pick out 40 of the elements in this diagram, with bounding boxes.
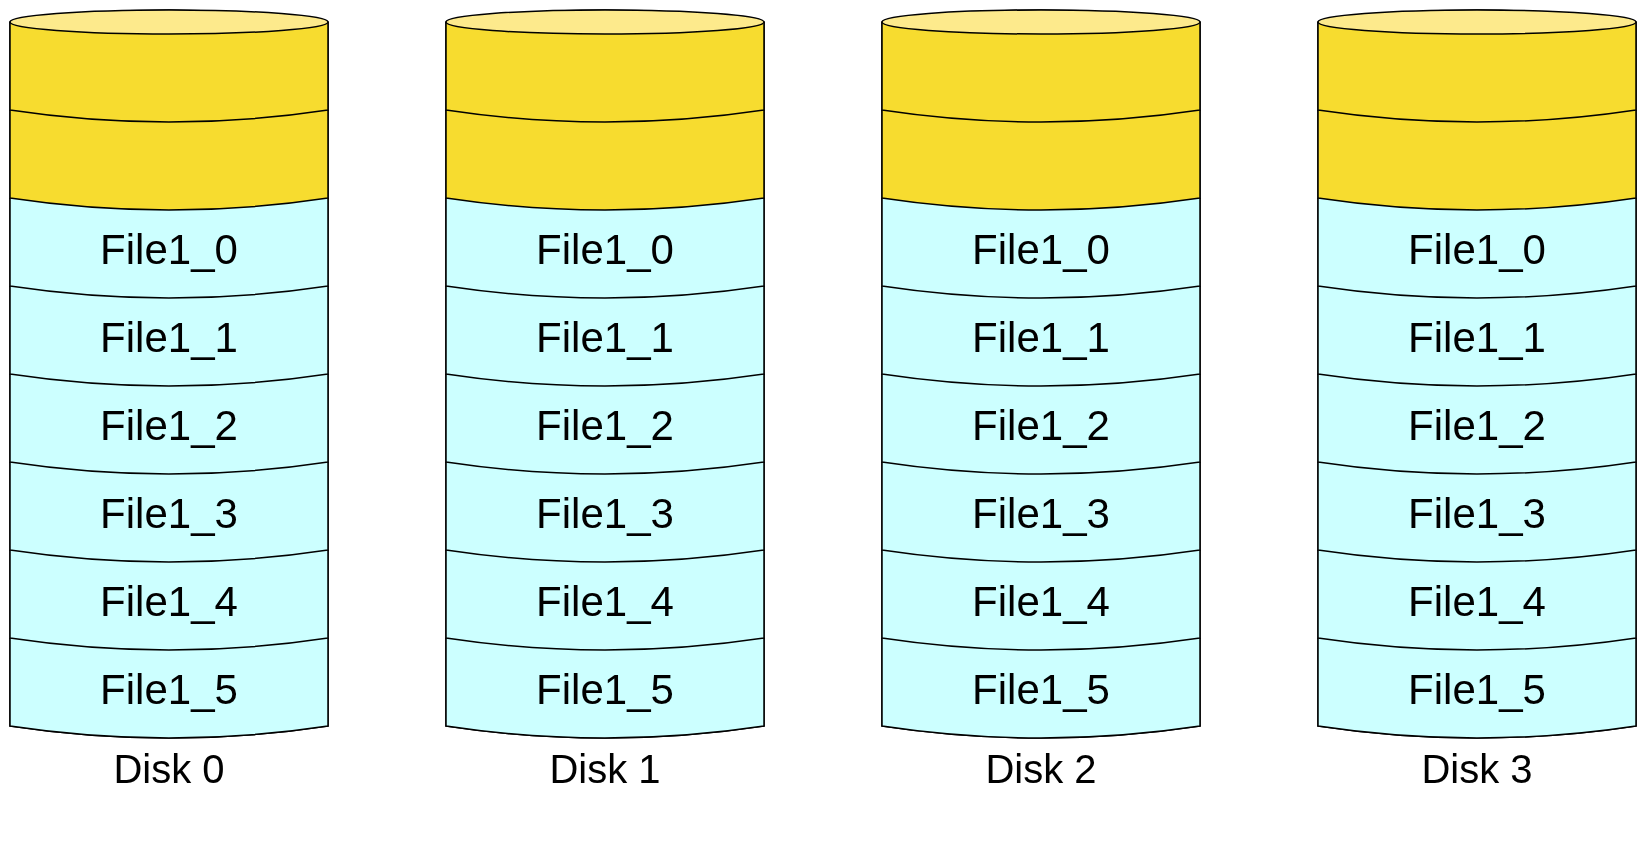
segment-label: File1_0: [535, 226, 675, 274]
disk-caption: Disk 2: [985, 746, 1097, 792]
disk-caption: Disk 3: [1421, 746, 1533, 792]
segment-label: File1_1: [535, 314, 675, 362]
segment-label: File1_2: [535, 402, 675, 450]
segment-label: File1_0: [99, 226, 239, 274]
disk-segment: [1318, 10, 1636, 122]
segment-label: File1_5: [99, 666, 239, 714]
segment-label: File1_5: [1407, 666, 1547, 714]
file-segment: [882, 638, 1200, 738]
file-segment: [446, 638, 764, 738]
segment-label: File1_2: [1407, 402, 1547, 450]
disk-segment: [882, 10, 1200, 122]
disk-caption: Disk 1: [549, 746, 661, 792]
disk-cylinder: [444, 8, 766, 740]
segment-label: File1_1: [1407, 314, 1547, 362]
segment-label: File1_4: [99, 578, 239, 626]
disk-segment: [10, 10, 328, 122]
segment-label: File1_3: [99, 490, 239, 538]
segment-label: File1_3: [535, 490, 675, 538]
segment-label: File1_3: [1407, 490, 1547, 538]
segment-label: File1_4: [1407, 578, 1547, 626]
segment-label: File1_2: [99, 402, 239, 450]
segment-label: File1_0: [971, 226, 1111, 274]
disk-caption: Disk 0: [113, 746, 225, 792]
segment-label: File1_5: [535, 666, 675, 714]
segment-label: File1_4: [535, 578, 675, 626]
disk-cylinder: [8, 8, 330, 740]
disk-cylinder: [1316, 8, 1638, 740]
segment-label: File1_0: [1407, 226, 1547, 274]
file-segment: [10, 638, 328, 738]
segment-label: File1_1: [971, 314, 1111, 362]
segment-label: File1_2: [971, 402, 1111, 450]
segment-label: File1_3: [971, 490, 1111, 538]
disk-segment: [446, 10, 764, 122]
segment-label: File1_5: [971, 666, 1111, 714]
segment-label: File1_1: [99, 314, 239, 362]
file-segment: [1318, 638, 1636, 738]
disk-cylinder: [880, 8, 1202, 740]
segment-label: File1_4: [971, 578, 1111, 626]
